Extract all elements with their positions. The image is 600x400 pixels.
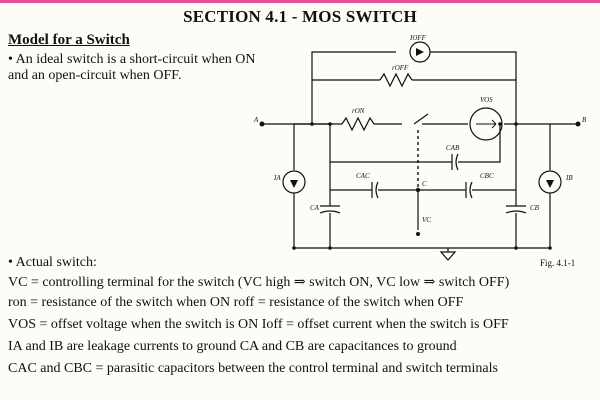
cac-capacitor-label: CAC [356,172,370,180]
section-subheading: Model for a Switch [8,32,130,48]
bullet-ideal-switch: • An ideal switch is a short-circuit whe… [8,52,256,83]
cb-capacitor-label: CB [530,204,540,212]
slide-title: SECTION 4.1 - MOS SWITCH [183,7,417,26]
cbc-capacitor-label: CBC [480,172,494,180]
definition-ron-roff: ron = resistance of the switch when ON r… [8,295,464,310]
node-a-label: A [253,116,259,124]
accent-bar [0,0,600,3]
ca-capacitor-label: CA [310,204,320,212]
definition-parasitic-capacitors: CAC and CBC = parasitic capacitors betwe… [8,361,498,376]
definition-vos-ioff: VOS = offset voltage when the switch is … [8,317,509,332]
ron-resistor-label: rON [352,107,365,115]
roff-resistor-label: rOFF [392,64,409,72]
node-c-label: C [422,180,427,188]
bullet-actual-switch: • Actual switch: [8,255,97,270]
vc-terminal-label: VC [422,216,431,224]
ib-source-label: IB [565,174,573,182]
node-b-label: B [582,116,587,124]
definition-leakage-capacitance: IA and IB are leakage currents to ground… [8,339,457,354]
switch-model-circuit: A B C IOFF rOFF rON VOS CAB CAC CBC IA I… [253,34,587,261]
ioff-source-label: IOFF [409,34,427,42]
vos-source-label: VOS [480,96,493,104]
figure-label: Fig. 4.1-1 [540,258,576,268]
definition-vc: VC = controlling terminal for the switch… [8,275,510,290]
ia-source-label: IA [273,174,281,182]
cab-capacitor-label: CAB [446,144,460,152]
